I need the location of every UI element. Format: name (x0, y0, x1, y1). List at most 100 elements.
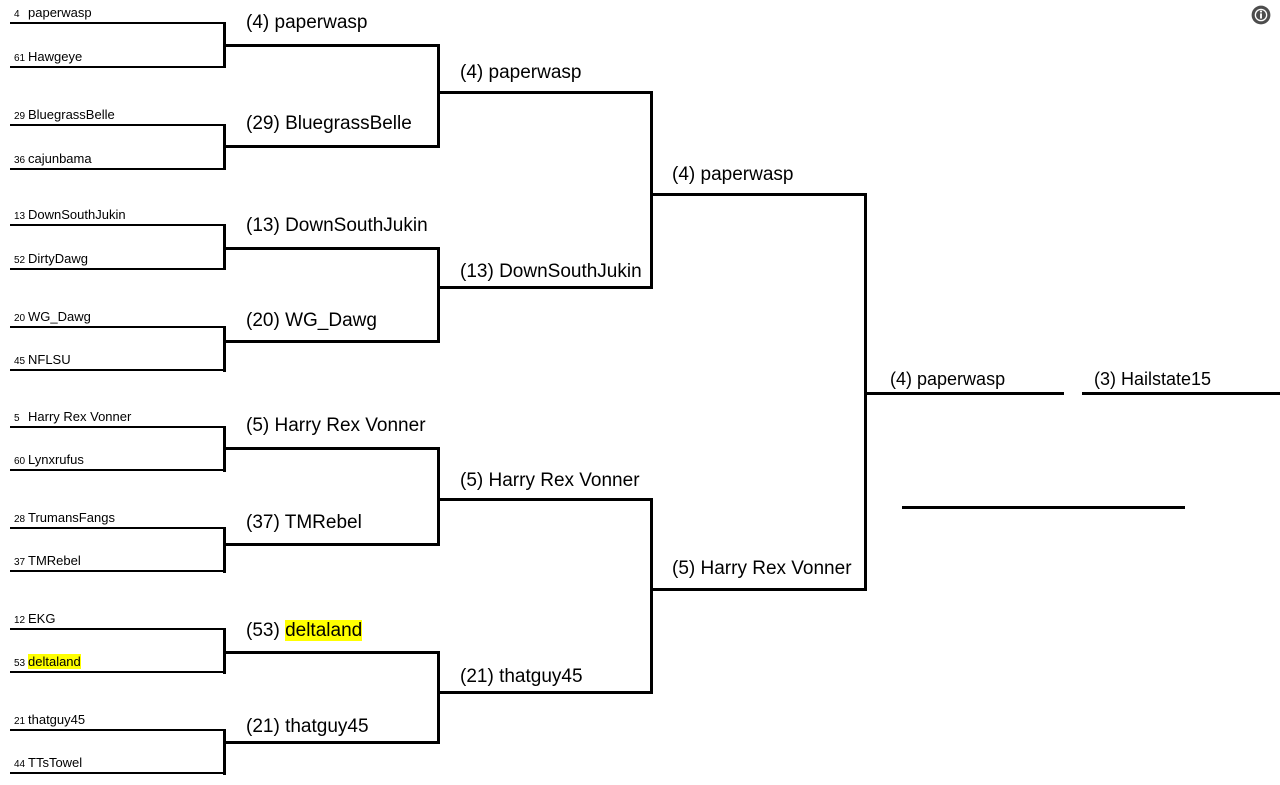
seed-underline (10, 268, 226, 270)
seed-underline (10, 671, 226, 673)
final-line (1082, 392, 1280, 395)
seed-name: cajunbama (28, 151, 92, 166)
bracket-connector (223, 326, 226, 372)
bracket-connector (437, 44, 440, 148)
seed-name: Hawgeye (28, 49, 83, 64)
seed-underline (10, 469, 226, 471)
seed-name: deltaland (28, 654, 81, 669)
seed-name: TrumansFangs (28, 510, 115, 525)
seed-name: Lynxrufus (28, 452, 84, 467)
round2-seed: (37) (246, 512, 280, 533)
seed-name: DownSouthJukin (28, 207, 126, 222)
bracket-connector (223, 426, 226, 472)
bracket-connector (437, 651, 440, 744)
final-entry: (3) Hailstate15 (1094, 368, 1211, 390)
round3-entry: (13) DownSouthJukin (460, 261, 642, 283)
bracket-connector (223, 527, 226, 573)
seed-underline (10, 326, 226, 328)
seed-underline (10, 22, 226, 24)
round2-name: WG_Dawg (285, 310, 377, 331)
bracket-connector (223, 224, 226, 270)
round2-seed: (53) (246, 620, 280, 641)
seed-number: 4 (14, 9, 20, 20)
seed-underline (10, 124, 226, 126)
round4-seed: (5) (672, 558, 696, 579)
bracket-connector (650, 498, 653, 694)
round3-name: thatguy45 (499, 666, 583, 687)
seed-number: 44 (14, 759, 26, 770)
seed-name: thatguy45 (28, 712, 86, 727)
round2-line (225, 741, 440, 744)
seed-underline (10, 168, 226, 170)
round3-seed: (4) (460, 62, 484, 83)
round4-entry: (5) Harry Rex Vonner (672, 558, 852, 580)
round5-entry: (4) paperwasp (890, 368, 1005, 390)
seed-name: NFLSU (28, 352, 71, 367)
seed-number: 21 (14, 716, 26, 727)
seed-number: 12 (14, 615, 26, 626)
seed-number: 20 (14, 313, 26, 324)
round2-seed: (20) (246, 310, 280, 331)
round4-name: paperwasp (700, 164, 794, 185)
bracket-connector (223, 628, 226, 674)
round2-name: thatguy45 (285, 716, 369, 737)
seed-name: Harry Rex Vonner (28, 409, 132, 424)
round2-line (225, 447, 440, 450)
seed-name: WG_Dawg (28, 309, 91, 324)
seed-underline (10, 369, 226, 371)
round3-line (438, 286, 653, 289)
round4-entry: (4) paperwasp (672, 164, 793, 186)
bracket-connector (437, 247, 440, 343)
round2-seed: (5) (246, 415, 270, 436)
round3-seed: (13) (460, 261, 494, 282)
round2-name: Harry Rex Vonner (274, 415, 426, 436)
seed-underline (10, 570, 226, 572)
round2-line (225, 44, 440, 47)
seed-underline (10, 224, 226, 226)
seed-number: 53 (14, 658, 26, 669)
round4-line (651, 588, 867, 591)
round3-name: Harry Rex Vonner (488, 470, 640, 491)
seed-number: 37 (14, 557, 26, 568)
round2-name: DownSouthJukin (285, 215, 428, 236)
info-icon[interactable] (1250, 4, 1272, 26)
seed-number: 60 (14, 456, 26, 467)
round4-line (651, 193, 867, 196)
seed-number: 61 (14, 53, 26, 64)
round2-entry: (29) BluegrassBelle (246, 113, 412, 135)
round5-name: paperwasp (917, 369, 1006, 389)
round3-seed: (21) (460, 666, 494, 687)
round4-seed: (4) (672, 164, 696, 185)
round3-entry: (5) Harry Rex Vonner (460, 470, 640, 492)
seed-underline (10, 729, 226, 731)
seed-number: 28 (14, 514, 26, 525)
round2-line (225, 145, 440, 148)
round5-seed: (4) (890, 369, 912, 389)
seed-number: 45 (14, 356, 26, 367)
round3-line (438, 691, 653, 694)
round3-line (438, 91, 653, 94)
bracket-connector (650, 91, 653, 289)
round5-line (865, 392, 1064, 395)
round2-line (225, 651, 440, 654)
round2-entry: (4) paperwasp (246, 12, 367, 34)
round2-entry: (53) deltaland (246, 620, 363, 642)
champion-slot-line (902, 506, 1185, 509)
round3-seed: (5) (460, 470, 484, 491)
round2-entry: (5) Harry Rex Vonner (246, 415, 426, 437)
